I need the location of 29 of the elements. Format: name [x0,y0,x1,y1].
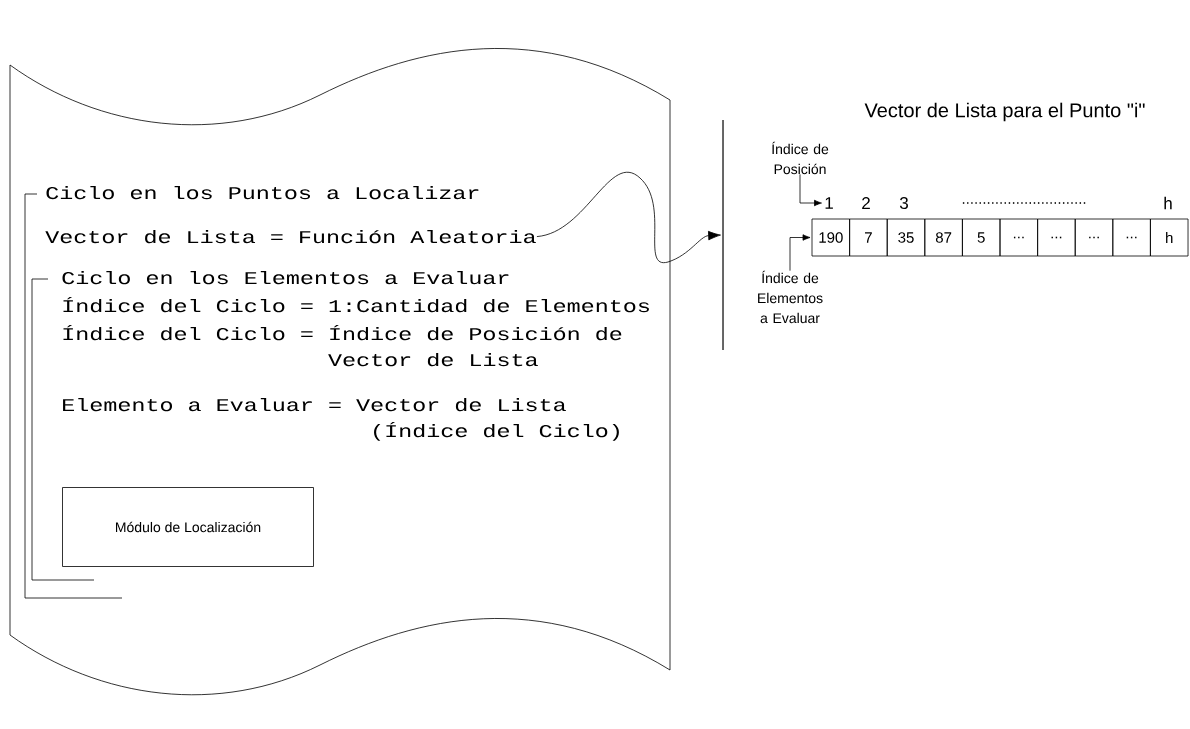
array-cell: 7 [849,218,888,257]
pseudocode-line: Elemento a Evaluar = Vector de Lista (Índice del Ciclo) [63,397,619,441]
title: Vector de Lista para el Punto "i" [864,102,1145,122]
tape-shape [9,48,671,696]
array-cell: 87 [924,218,963,257]
pseudocode-line: Ciclo en los Puntos a Localizar [46,185,479,200]
array-cell: ... [1112,218,1151,257]
annotation-text: Índice de Elementos a Evaluar [758,270,823,324]
pseudocode-line: Ciclo en los Elementos a Evaluar [62,270,509,285]
annotation-text: Índice de Posición [772,141,829,175]
index-number: h [1164,196,1172,210]
index-number: 2 [862,197,870,209]
pseudocode-line: Índice del Ciclo = Índice de Posición de Vector de Lista [63,325,622,367]
array-cell: 5 [962,218,1001,257]
index-number: 3 [899,197,908,210]
pseudocode-line: Vector de Lista = Función Aleatoria [45,229,536,244]
leader-arrow [799,173,822,207]
index-number: 1 [825,197,833,209]
curved-arrow [536,171,721,263]
pseudocode-line: Índice del Ciclo = 1:Cantidad de Elementos [63,297,649,313]
leader-arrow [789,234,811,272]
dotted-ellipsis: .............................. [962,202,1086,204]
array-cell: ... [1074,218,1114,257]
array-cell: ... [999,218,1038,257]
array-cell: h [1150,218,1189,257]
array-cell: 190 [811,218,850,257]
process-box: Módulo de Localización [62,487,314,567]
array-cell: ... [1037,218,1076,257]
array-cell: 35 [886,218,926,257]
